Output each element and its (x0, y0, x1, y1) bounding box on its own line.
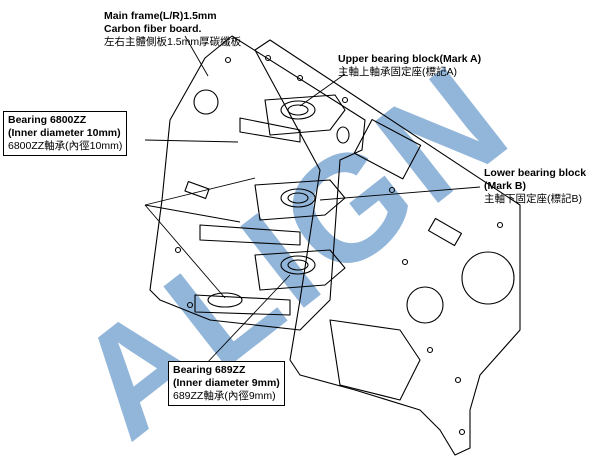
bearing-6800-label: Bearing 6800ZZ (Inner diameter 10mm) 680… (3, 111, 128, 156)
leader-lines (144, 35, 481, 366)
bearing-689-label-en1: Bearing 689ZZ (173, 364, 246, 376)
lower-block-label: Lower bearing block (Mark B) 主軸下固定座(標記B) (484, 167, 586, 206)
main-frame-label-en2: Carbon fiber board. (104, 23, 202, 35)
mid-bearing-block (199, 179, 346, 246)
upper-block-label: Upper bearing block(Mark A) 主軸上軸承固定座(標記A… (338, 53, 481, 79)
left-plate-slot (184, 180, 210, 200)
main-frame-label: Main frame(L/R)1.5mm Carbon fiber board.… (104, 10, 241, 49)
front-plate-cutout (329, 319, 421, 401)
upper-bearing-block (239, 94, 346, 143)
bearing-689-label-en2: (Inner diameter 9mm) (173, 377, 280, 389)
small-bearing-ring (336, 126, 350, 144)
main-frame-label-en1: Main frame(L/R)1.5mm (104, 10, 217, 22)
lower-block-label-zh: 主軸下固定座(標記B) (484, 193, 582, 205)
bearing-689-label: Bearing 689ZZ (Inner diameter 9mm) 689ZZ… (168, 361, 285, 406)
bearing-6800-label-zh: 6800ZZ軸承(內徑10mm) (8, 140, 123, 152)
bearing-689-label-zh: 689ZZ軸承(內徑9mm) (173, 390, 276, 402)
bearing-6800-label-en2: (Inner diameter 10mm) (8, 127, 121, 139)
bearing-6800-label-en1: Bearing 6800ZZ (8, 114, 87, 126)
left-frame-plate (149, 35, 366, 331)
left-plate-hole (193, 89, 219, 115)
main-frame-label-zh: 左右主體側板1.5mm厚碳纖板 (104, 36, 242, 48)
front-plate-slot (427, 217, 463, 247)
upper-block-label-en: Upper bearing block(Mark A) (338, 53, 482, 65)
rivet-holes (174, 54, 504, 436)
front-plate-hole-large (461, 251, 515, 305)
right-frame-plate (254, 39, 521, 456)
lower-block-label-en2: (Mark B) (484, 180, 527, 192)
upper-block-label-zh: 主軸上軸承固定座(標記A) (338, 66, 457, 78)
lower-block-label-en1: Lower bearing block (484, 167, 587, 179)
front-plate-window (353, 118, 422, 180)
front-plate-hole-mid (406, 286, 444, 324)
lower-bearing-block (194, 249, 346, 316)
